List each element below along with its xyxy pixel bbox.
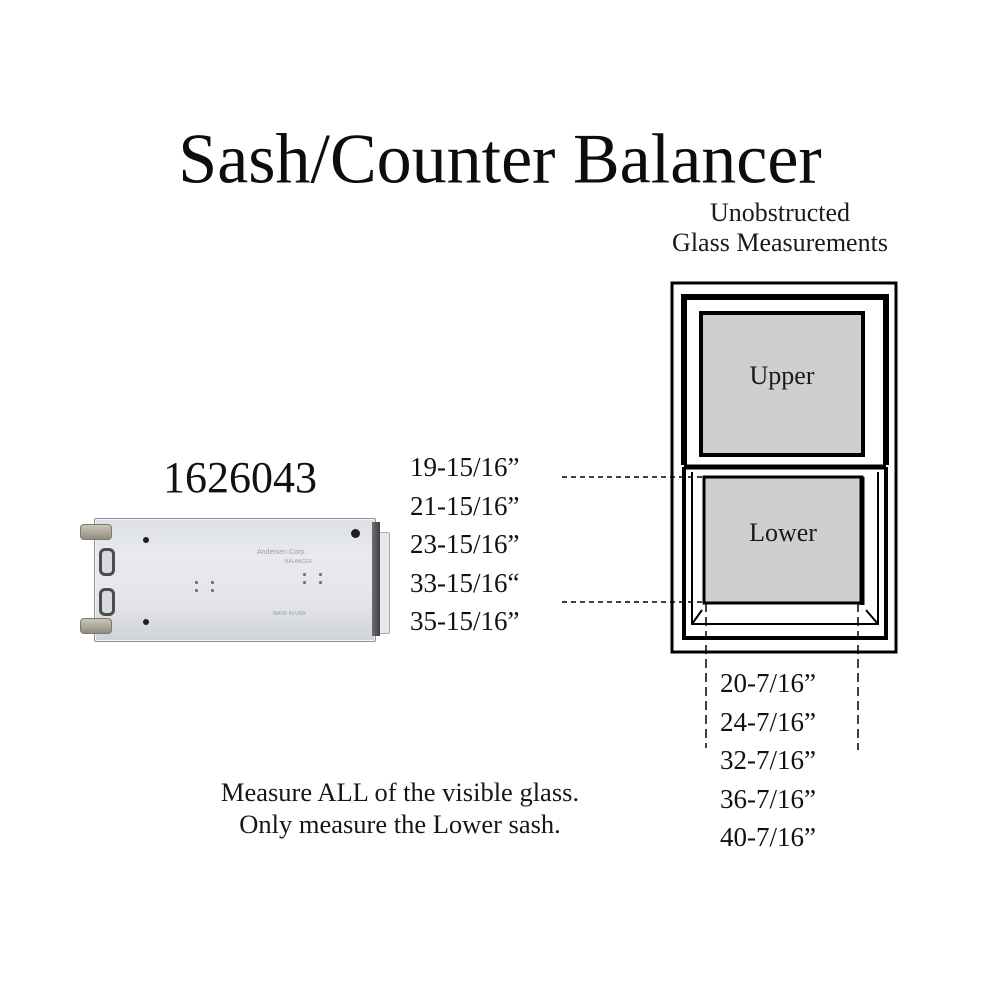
balancer-dot xyxy=(319,581,322,584)
glass-height-item: 35-15/16” xyxy=(410,606,520,636)
glass-height-item: 33-15/16“ xyxy=(410,567,520,598)
balancer-dot xyxy=(211,589,214,592)
subtitle-line-2: Glass Measurements xyxy=(672,228,888,257)
glass-width-item: 36-7/16” xyxy=(720,783,816,814)
balancer-slot-bottom xyxy=(99,588,115,616)
lower-sash-label: Lower xyxy=(749,518,817,547)
glass-width-item: 20-7/16” xyxy=(720,668,816,698)
balancer-stamp-type: BALANCER xyxy=(285,559,312,565)
glass-height-list: 19-15/16” 21-15/16” 23-15/16” 33-15/16“ … xyxy=(410,448,570,641)
instruction-line-1: Measure ALL of the visible glass. xyxy=(220,777,580,807)
counter-balancer-photo: Andersen Corp. BALANCER MADE IN USA xyxy=(80,512,390,642)
measurement-instructions: Measure ALL of the visible glass. Only m… xyxy=(140,776,660,840)
glass-height-item: 19-15/16” xyxy=(410,452,520,482)
balancer-housing: Andersen Corp. BALANCER MADE IN USA xyxy=(94,518,376,642)
balancer-dot xyxy=(211,581,214,584)
balancer-rivet xyxy=(143,619,149,625)
subtitle-line-1: Unobstructed xyxy=(709,198,851,227)
balancer-dot xyxy=(195,581,198,584)
glass-width-item: 32-7/16” xyxy=(720,745,816,776)
part-number: 1626043 xyxy=(163,453,317,502)
instruction-line-2: Only measure the Lower sash. xyxy=(239,809,561,839)
glass-width-list: 20-7/16” 24-7/16” 32-7/16” 36-7/16” 40-7… xyxy=(720,664,860,857)
upper-sash-label: Upper xyxy=(749,361,815,390)
balancer-endcap xyxy=(372,522,380,636)
balancer-dot xyxy=(303,573,306,576)
balancer-stamp-brand: Andersen Corp. xyxy=(257,549,307,556)
balancer-rivet xyxy=(351,529,360,538)
balancer-stamp-origin: MADE IN USA xyxy=(273,611,306,617)
outer-frame xyxy=(670,281,898,654)
diagram-subtitle: Unobstructed Glass Measurements xyxy=(630,198,930,258)
glass-width-item: 24-7/16” xyxy=(720,706,816,737)
balancer-dot xyxy=(195,589,198,592)
balancer-dot xyxy=(303,581,306,584)
balancer-pin-bottom xyxy=(80,618,112,634)
lower-sash-frame xyxy=(682,467,888,640)
balancer-pin-top xyxy=(80,524,112,540)
balancer-dot xyxy=(319,573,322,576)
page-title: Sash/Counter Balancer xyxy=(178,120,822,199)
balancer-slot-top xyxy=(99,548,115,576)
lower-sash-inner-frame xyxy=(691,472,879,625)
glass-height-item: 21-15/16” xyxy=(410,490,520,521)
glass-height-item: 23-15/16” xyxy=(410,529,520,559)
glass-width-item: 40-7/16” xyxy=(720,822,816,853)
balancer-rivet xyxy=(143,537,149,543)
